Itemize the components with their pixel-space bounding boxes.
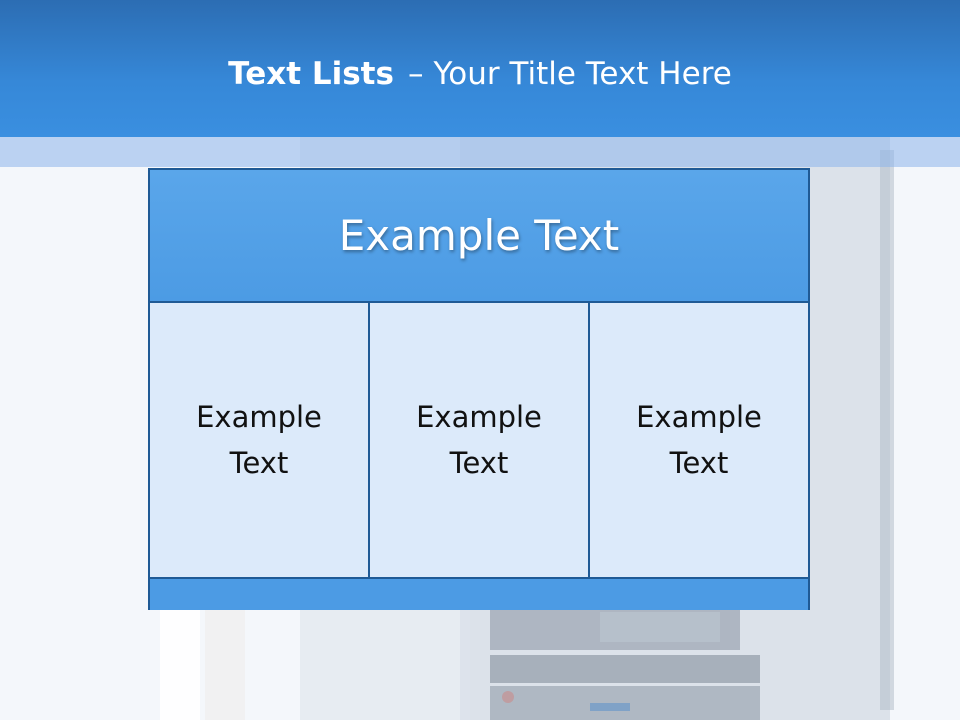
table-cells: Example Text Example Text Example Text <box>150 303 808 577</box>
slide-title-bold: Text Lists <box>228 56 394 92</box>
figure <box>160 610 200 720</box>
slide-title: Text Lists–Your Title Text Here <box>0 52 960 96</box>
slide-title-rest: Your Title Text Here <box>433 56 732 92</box>
text-list-table: Example Text Example Text Example Text E… <box>148 168 810 610</box>
table-cell-1: Example Text <box>150 303 368 577</box>
table-cell-2: Example Text <box>368 303 588 577</box>
slide-title-separator: – <box>407 56 424 92</box>
table-cell-text: Example Text <box>636 400 762 480</box>
title-banner-strip <box>0 137 960 167</box>
title-banner <box>0 0 960 137</box>
table-cell-text: Example Text <box>196 400 322 480</box>
table-header-text: Example Text <box>338 211 620 260</box>
table-header: Example Text <box>150 170 808 303</box>
table-footer <box>150 577 808 610</box>
table-cell-text: Example Text <box>416 400 542 480</box>
table-cell-3: Example Text <box>588 303 808 577</box>
